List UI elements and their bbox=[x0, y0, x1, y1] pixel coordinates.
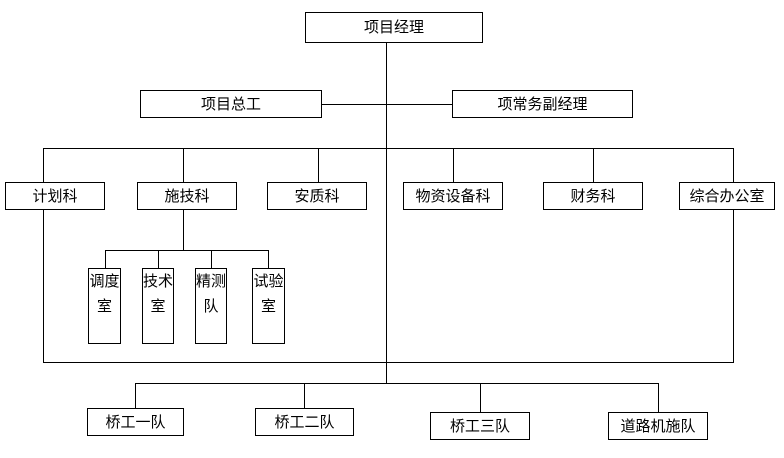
org-node-dispatch-room: 调度室 bbox=[88, 268, 121, 344]
org-node-test-room: 试验室 bbox=[252, 268, 285, 344]
org-node-general-office: 综合办公室 bbox=[679, 182, 775, 210]
org-node-materials-equipment-section: 物资设备科 bbox=[403, 182, 503, 210]
connector-drop-safety-quality bbox=[318, 148, 319, 182]
org-node-bridge-team-3: 桥工三队 bbox=[430, 412, 530, 440]
connector-trunk bbox=[386, 43, 387, 383]
connector-drop-finance bbox=[593, 148, 594, 182]
connector-drop-technical-room bbox=[158, 250, 159, 268]
connector-sub-offices-collector bbox=[105, 250, 269, 251]
connector-drop-bridge-team-2 bbox=[304, 383, 305, 408]
org-node-technical-room: 技术室 bbox=[142, 268, 174, 344]
org-node-safety-quality-section: 安质科 bbox=[267, 182, 367, 210]
connector-loop-line bbox=[43, 362, 734, 363]
connector-drop-test-room bbox=[268, 250, 269, 268]
connector-drop-construction-tech bbox=[183, 148, 184, 182]
org-node-chief-engineer: 项目总工 bbox=[140, 90, 322, 118]
connector-drop-bridge-team-3 bbox=[480, 383, 481, 412]
org-node-planning-section: 计划科 bbox=[5, 182, 105, 210]
org-node-project-manager: 项目经理 bbox=[305, 12, 483, 43]
connector-teams-collector bbox=[135, 383, 659, 384]
org-node-finance-section: 财务科 bbox=[543, 182, 643, 210]
org-node-executive-deputy-manager: 项常务副经理 bbox=[452, 90, 633, 118]
org-node-bridge-team-2: 桥工二队 bbox=[255, 408, 354, 436]
connector-planning-descender bbox=[43, 210, 44, 362]
org-node-survey-team: 精测队 bbox=[195, 268, 227, 344]
org-node-bridge-team-1: 桥工一队 bbox=[87, 408, 184, 436]
connector-deputy-left bbox=[322, 104, 386, 105]
connector-general-office-descender bbox=[733, 210, 734, 362]
connector-departments-collector bbox=[43, 148, 734, 149]
connector-drop-planning bbox=[43, 148, 44, 182]
connector-drop-materials-equipment bbox=[453, 148, 454, 182]
org-node-construction-tech-section: 施技科 bbox=[137, 182, 237, 210]
connector-drop-survey-team bbox=[211, 250, 212, 268]
connector-drop-dispatch-room bbox=[105, 250, 106, 268]
org-node-road-machinery-team: 道路机施队 bbox=[608, 412, 708, 440]
connector-drop-road-machinery-team bbox=[658, 383, 659, 412]
connector-drop-general-office bbox=[733, 148, 734, 182]
connector-deputy-right bbox=[386, 104, 452, 105]
connector-construction-tech-descender bbox=[183, 210, 184, 250]
connector-drop-bridge-team-1 bbox=[135, 383, 136, 408]
